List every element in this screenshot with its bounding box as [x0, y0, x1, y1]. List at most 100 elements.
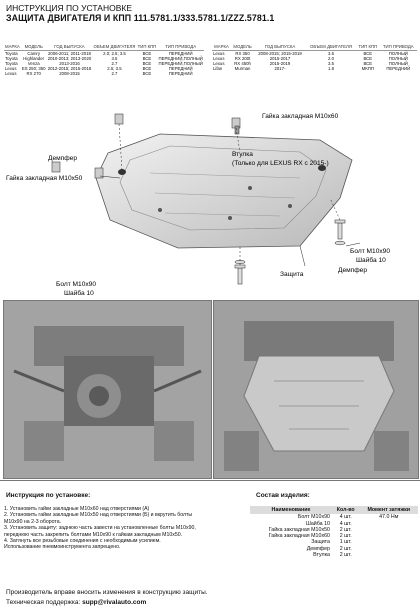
- component-row: Демпфер 2 шт.: [250, 546, 418, 552]
- spec-cell: ПОЛНЫЙ: [388, 51, 408, 56]
- spec-cell: ПЕРЕДНИЙ,ПОЛНЫЙ: [158, 61, 203, 66]
- spec-cell: ВСЕ: [142, 66, 152, 71]
- support-email-link[interactable]: supp@rivalauto.com: [82, 599, 147, 606]
- spec-cell: ВСЕ: [363, 51, 373, 56]
- component-name: Втулка: [313, 552, 330, 559]
- spec-column-header: ТИП ПРИВОДА: [379, 35, 417, 51]
- spec-column-header: ТИП ПРИВОДА: [157, 35, 204, 51]
- spec-cell: Lexus: [5, 66, 17, 71]
- instructions-heading: Инструкция по установке:: [6, 492, 91, 499]
- component-row: Защита 1 шт.: [250, 539, 418, 545]
- instruction-step: 1. Установить гайки закладные М10х60 над…: [4, 506, 150, 512]
- spec-cell: ВСЕ: [142, 71, 152, 76]
- spec-cell: RX 200t: [234, 56, 251, 61]
- label-sleeve: Втулка: [232, 151, 253, 158]
- label-washer-right: Шайба 10: [356, 256, 386, 264]
- components-column-header: Момент затяжки: [359, 506, 418, 515]
- spec-cell: ВСЕ: [142, 51, 152, 56]
- spec-cell: 2.5; 3.5: [107, 66, 122, 71]
- spec-cell: Toyota: [5, 56, 18, 61]
- spec-cell: RX 270: [26, 71, 41, 76]
- spec-column-header: МОДЕЛЬ: [20, 35, 47, 51]
- footer-support-label: Техническая поддержка:: [6, 599, 83, 606]
- spec-column-header: ОБЪЕМ ДВИГАТЕЛЯ: [305, 35, 357, 51]
- label-bushing-nut-m10x60: Гайка закладная М10х60: [262, 112, 339, 120]
- label-bolt-right: Болт М10х90: [350, 248, 390, 255]
- spec-cell: ПЕРЕДНИЙ: [168, 71, 193, 76]
- spec-cell: 2012-2015; 2015-2018: [47, 66, 92, 71]
- spec-cell: Lexus: [213, 61, 225, 66]
- underbody-photo-before: [3, 300, 212, 479]
- spec-cell: 2017-: [274, 66, 286, 71]
- spec-cell: Murman: [234, 66, 251, 71]
- bushing-nut-parts: [51, 113, 241, 179]
- doc-title-line1: ИНСТРУКЦИЯ ПО УСТАНОВКЕ: [6, 3, 132, 13]
- spec-cell: 2.7: [111, 61, 118, 66]
- component-qty: 2 шт.: [339, 526, 352, 533]
- components-column-header: Наименование: [250, 506, 332, 515]
- spec-cell: ES 250; 350: [21, 66, 46, 71]
- instruction-step: Использование пневмоинструмента запрещен…: [4, 544, 121, 551]
- label-washer-bottom: Шайба 10: [64, 289, 94, 297]
- component-qty: 4 шт.: [339, 514, 352, 521]
- spec-cell: 2015-2019: [269, 61, 291, 66]
- instruction-step: 4. Затянуть все резьбовые соединения с н…: [4, 538, 161, 545]
- underbody-photo-after: [213, 300, 419, 479]
- spec-cell: 1.8: [327, 66, 334, 71]
- spec-column-header: ГОД ВЫПУСКА: [254, 35, 306, 51]
- label-bushing-nut-m10x50: Гайка закладная М10х50: [6, 174, 83, 182]
- spec-column-header: ТИП КПП: [356, 35, 380, 51]
- spec-cell: 2008-2015; 2015-2019: [258, 51, 302, 56]
- label-guard: Защита: [280, 271, 304, 278]
- spec-cell: Toyota: [5, 51, 18, 56]
- spec-column-header: МАРКА: [4, 35, 21, 51]
- components-heading: Состав изделия:: [256, 492, 310, 499]
- spec-cell: 2013-2016: [59, 61, 80, 66]
- spec-column-header: МОДЕЛЬ: [231, 35, 255, 51]
- label-damper-left: Демпфер: [48, 155, 77, 162]
- component-qty: 2 шт.: [339, 533, 352, 540]
- spec-cell: 3.5: [327, 51, 334, 56]
- component-name: Демпфер: [306, 545, 330, 552]
- component-qty: 2 шт.: [339, 545, 352, 552]
- spec-cell: Lifan: [213, 66, 223, 71]
- spec-cell: 2015-2017: [269, 56, 291, 61]
- component-qty: 4 шт.: [339, 520, 352, 527]
- component-torque: [359, 552, 418, 558]
- spec-cell: 2010-2013; 2013-2020: [47, 56, 92, 61]
- spec-cell: 2006-2011; 2011-2018: [48, 51, 91, 56]
- component-name: Защита: [311, 539, 330, 546]
- spec-cell: 2.7: [111, 71, 118, 76]
- label-bolt-bottom: Болт М10х90: [56, 281, 96, 288]
- spec-cell: Toyota: [5, 61, 18, 66]
- spec-cell: Lexus: [213, 56, 225, 61]
- spec-cell: 2008-2015: [59, 71, 80, 76]
- spec-cell: ПЕРЕДНИЙ: [168, 51, 193, 56]
- spec-cell: МКПП: [361, 66, 374, 71]
- spec-cell: 2.0; 2.5; 3.5: [103, 51, 126, 56]
- spec-cell: ПОЛНЫЙ: [388, 56, 408, 61]
- spec-cell: ВСЕ: [142, 56, 152, 61]
- spec-cell: RX 350: [235, 51, 250, 56]
- component-name: Гайка закладная М10х50: [268, 526, 330, 533]
- label-sleeve-note: (Только для LEXUS RX с 2015-): [232, 160, 329, 167]
- guard-plate: [95, 133, 353, 249]
- component-qty: 1 шт.: [339, 539, 352, 546]
- component-torque: 47.0 Нм: [379, 514, 399, 521]
- spec-column-header: ГОД ВЫПУСКА: [46, 35, 93, 51]
- spec-column-header: ОБЪЕМ ДВИГАТЕЛЯ: [92, 35, 137, 51]
- instruction-step: 3. Установить защиту: заднюю часть завес…: [4, 525, 196, 532]
- spec-cell: RX 450h: [234, 61, 251, 66]
